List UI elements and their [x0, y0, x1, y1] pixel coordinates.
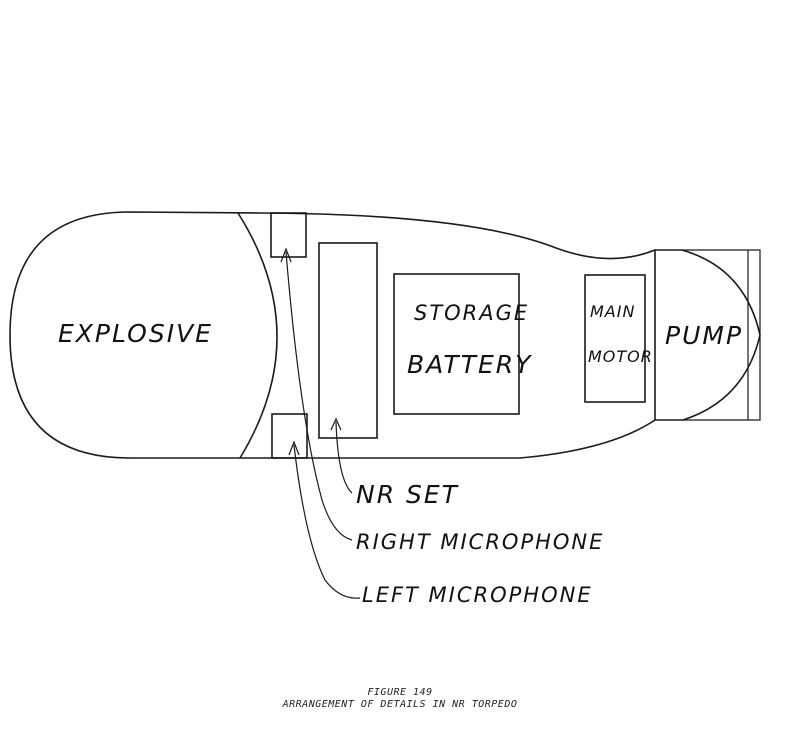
figure-title: ARRANGEMENT OF DETAILS IN NR TORPEDO: [282, 699, 518, 710]
nr-set-leader: [335, 421, 353, 494]
nr-set-box: [318, 242, 378, 439]
pump-label: PUMP: [665, 321, 743, 350]
nr-set-arrowhead: [330, 417, 342, 431]
explosive-bulkhead: [237, 212, 278, 459]
left-microphone-label: LEFT MICROPHONE: [362, 583, 593, 607]
right-microphone-arrowhead: [280, 247, 292, 263]
motor-label-line1: MAIN: [590, 302, 635, 321]
motor-label-line2: MOTOR: [588, 347, 653, 366]
right-microphone-leader: [285, 251, 353, 541]
figure-number: FIGURE 149: [367, 687, 433, 698]
right-microphone-label: RIGHT MICROPHONE: [356, 530, 604, 554]
nr-set-label: NR SET: [356, 480, 459, 509]
storage-label-line2: BATTERY: [407, 350, 532, 379]
torpedo-hull: [9, 211, 656, 459]
right-microphone-box: [270, 212, 307, 258]
storage-label-line1: STORAGE: [414, 301, 529, 325]
left-microphone-leader: [293, 444, 361, 599]
pump-rear-frame: [682, 249, 761, 421]
explosive-label: EXPLOSIVE: [58, 319, 213, 348]
left-microphone-box: [271, 413, 308, 459]
storage-battery-box: [393, 273, 520, 415]
main-motor-box: [584, 274, 646, 403]
left-microphone-arrowhead: [288, 440, 300, 456]
